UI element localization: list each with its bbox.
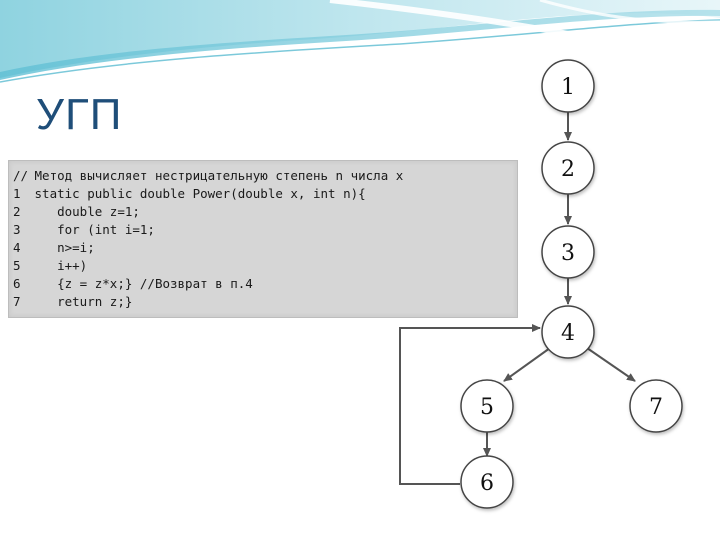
node-label: 6 [480,471,494,496]
node-label: 3 [561,241,575,266]
node-label: 1 [561,75,575,100]
node-7: 7 [629,379,683,433]
node-6: 6 [460,455,514,509]
code-line: 5 i++) [13,257,87,275]
line-number: 7 [13,294,21,309]
code-text: for (int i=1; [34,222,155,237]
node-4: 4 [541,305,595,359]
code-line: 2 double z=1; [13,203,140,221]
node-label: 4 [561,321,575,346]
line-number: 1 [13,186,21,201]
node-label: 2 [561,157,575,182]
node-3: 3 [541,225,595,279]
code-text: static public double Power(double x, int… [34,186,366,201]
line-number: 6 [13,276,21,291]
node-label: 5 [480,395,494,420]
edge-6-4-loop [399,324,541,485]
code-text: return z;} [34,294,133,309]
line-number: 4 [13,240,21,255]
code-text: i++) [34,258,88,273]
node-2: 2 [541,141,595,195]
edge-4-5 [503,347,551,382]
code-text: {z = z*x;} //Возврат в п.4 [34,276,253,291]
code-line: 1 static public double Power(double x, i… [13,185,366,203]
code-line: 4 n>=i; [13,239,95,257]
line-number: 2 [13,204,21,219]
node-1: 1 [541,59,595,113]
code-line: 3 for (int i=1; [13,221,155,239]
slide-title: УГП [36,90,123,139]
node-label: 7 [649,395,663,420]
code-line: 7 return z;} [13,293,132,311]
code-listing: // Метод вычисляет нестрицательную степе… [8,160,518,318]
edge-4-7 [586,347,636,382]
node-5: 5 [460,379,514,433]
line-number: // [13,168,29,183]
code-text: double z=1; [34,204,140,219]
wave-banner [0,0,720,83]
code-text: Метод вычисляет нестрицательную степень … [34,168,404,183]
line-number: 5 [13,258,21,273]
code-line: 6 {z = z*x;} //Возврат в п.4 [13,275,253,293]
line-number: 3 [13,222,21,237]
code-line: // Метод вычисляет нестрицательную степе… [13,167,403,185]
code-text: n>=i; [34,240,95,255]
